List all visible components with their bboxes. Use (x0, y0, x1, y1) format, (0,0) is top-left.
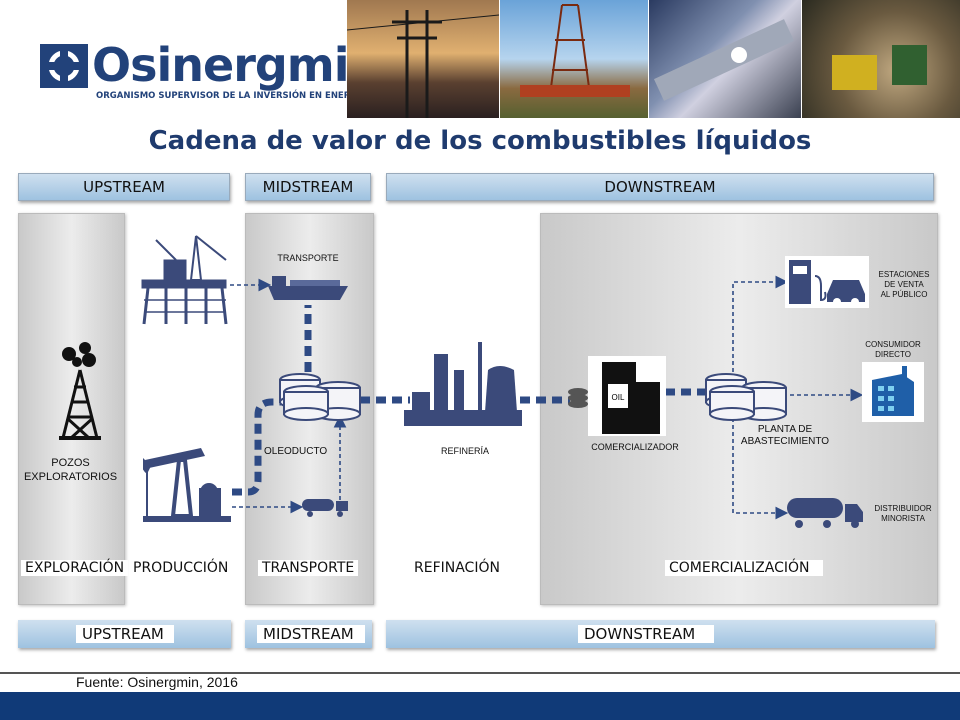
stage-exploracion: EXPLORACIÓN (21, 560, 129, 576)
osinergmin-logo-icon (40, 44, 88, 88)
offshore-platform-icon (141, 235, 228, 325)
downstream-bar: DOWNSTREAM (386, 173, 934, 201)
comercializador-icon: OIL (568, 356, 666, 436)
midstream-bottom-label: MIDSTREAM (257, 625, 365, 643)
page-title: Cadena de valor de los combustibles líqu… (148, 126, 812, 156)
photo-power-lines (346, 0, 500, 118)
oil-well-icon (59, 342, 101, 440)
photo-mine-tunnel (802, 0, 960, 118)
consumidor-label: CONSUMIDOR DIRECTO (865, 340, 921, 359)
footer-strip (0, 672, 960, 694)
stage-transporte: TRANSPORTE (258, 560, 359, 576)
stage-comercializacion: COMERCIALIZACIÓN (665, 560, 823, 576)
fuel-station-icon (785, 256, 869, 308)
stage-refinacion: REFINACIÓN (410, 560, 510, 576)
midstream-bottom-bar: MIDSTREAM (245, 620, 372, 648)
estaciones-label: ESTACIONES DE VENTA AL PÚBLICO (878, 270, 930, 299)
distribuidor-label: DISTRIBUIDOR MINORISTA (874, 504, 932, 523)
downstream-bottom-label: DOWNSTREAM (578, 625, 714, 643)
midstream-bar: MIDSTREAM (245, 173, 371, 201)
planta-label: PLANTA DE ABASTECIMIENTO (740, 424, 830, 447)
photo-drilling-rig (500, 0, 648, 118)
upstream-bottom-bar: UPSTREAM (18, 620, 231, 648)
transporte-label: TRANSPORTE (277, 253, 339, 263)
distributor-truck-icon (787, 498, 863, 528)
supply-tanks-icon (705, 373, 787, 421)
storage-tanks-icon (279, 373, 361, 421)
comercializador-label: COMERCIALIZADOR (591, 442, 679, 452)
pozos-label: POZOS EXPLORATORIOS (23, 457, 118, 483)
photo-welding (649, 0, 801, 118)
oleoducto-label: OLEODUCTO (264, 446, 328, 457)
tanker-truck-icon (302, 499, 348, 517)
upstream-bar: UPSTREAM (18, 173, 230, 201)
upstream-bottom-label: UPSTREAM (76, 625, 174, 643)
stage-produccion: PRODUCCIÓN (129, 560, 233, 576)
pumpjack-icon (143, 448, 231, 522)
footer-bar (0, 692, 960, 720)
tanker-ship-icon (268, 276, 348, 300)
source-note: Fuente: Osinergmin, 2016 (76, 674, 238, 690)
logo-subtitle: ORGANISMO SUPERVISOR DE LA INVERSIÓN EN … (96, 91, 420, 101)
building-icon (862, 362, 924, 422)
refinery-icon (404, 342, 522, 426)
logo-name: Osinergmin (92, 38, 381, 92)
oil-text: OIL (612, 393, 625, 402)
downstream-bottom-bar: DOWNSTREAM (386, 620, 935, 648)
refineria-label: REFINERÍA (440, 446, 489, 456)
